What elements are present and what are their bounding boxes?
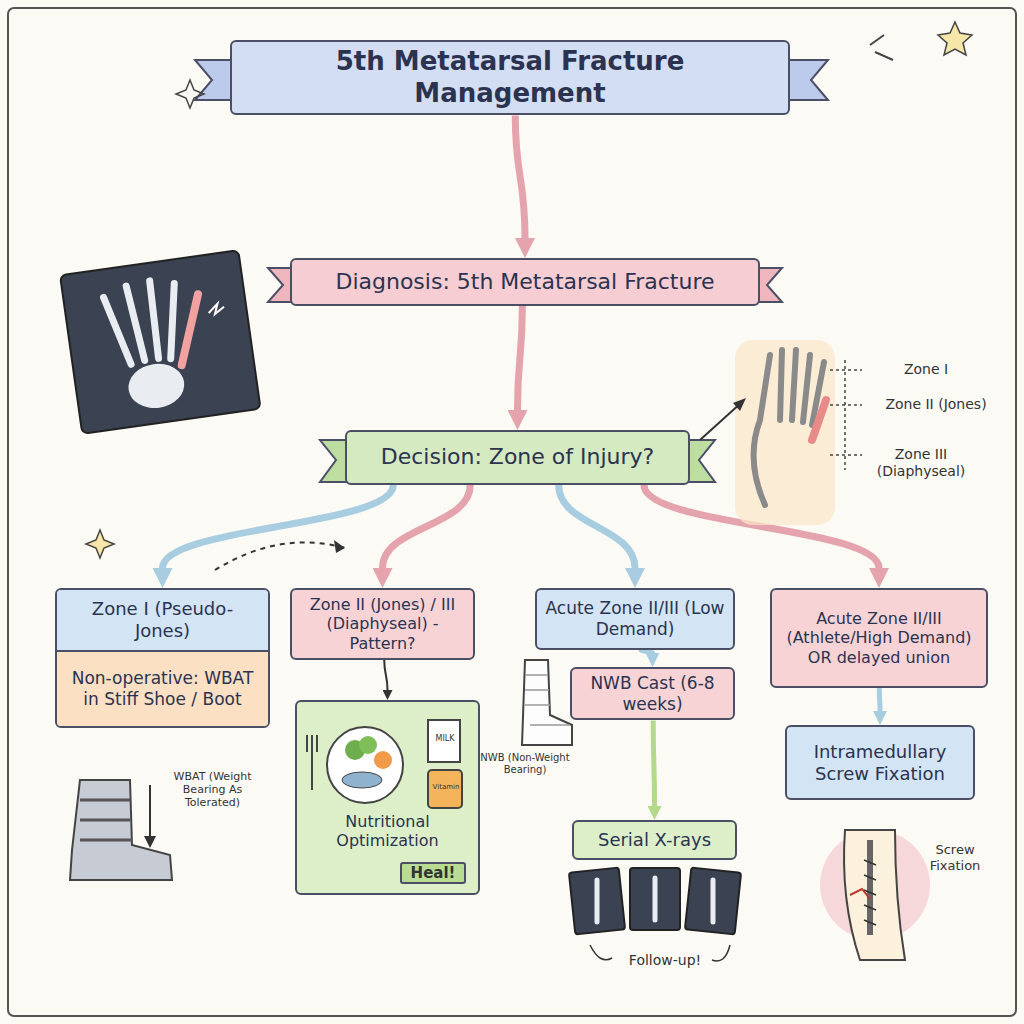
xray-fracture xyxy=(172,294,207,365)
flow-arrow xyxy=(515,115,525,238)
annotation-label: Follow-up! xyxy=(615,952,715,969)
annotation-label: Heal! xyxy=(400,862,466,884)
title-banner: 5th Metatarsal Fracture Management xyxy=(230,40,790,115)
leg-cast xyxy=(522,660,572,745)
cast-wrap xyxy=(525,675,570,725)
flow-arrow xyxy=(163,485,394,568)
bone-doodle xyxy=(870,35,893,60)
xray-bone xyxy=(126,360,188,411)
star-decoration xyxy=(86,22,972,558)
xray-film xyxy=(569,868,625,935)
annotation-label: WBAT (Weight Bearing As Tolerated) xyxy=(160,770,265,810)
dashed-hint-arrow xyxy=(215,542,345,570)
node-text: Intramedullary Screw Fixation xyxy=(787,737,973,789)
annotation-label: MILK xyxy=(430,734,460,744)
highlight-circle xyxy=(820,830,930,940)
xray-film xyxy=(60,250,261,433)
fracture-line xyxy=(850,889,870,899)
flow-arrow xyxy=(559,485,635,568)
page-frame xyxy=(8,8,1016,1016)
flow-arrow xyxy=(518,306,523,410)
flow-arrow xyxy=(384,660,387,690)
xray-bone xyxy=(597,878,713,922)
xray-bone xyxy=(102,278,184,367)
process-box: Intramedullary Screw Fixation xyxy=(785,725,975,800)
xray-spark xyxy=(208,303,225,315)
process-box: Acute Zone II/III (Low Demand) xyxy=(535,588,735,650)
zone-card: Zone I (Pseudo-Jones)Non-operative: WBAT… xyxy=(55,588,270,728)
boot-strap xyxy=(80,800,132,840)
node-text: Acute Zone II/III (Low Demand) xyxy=(537,594,733,643)
star xyxy=(176,80,204,108)
flow-arrow xyxy=(383,485,471,568)
process-box: NWB Cast (6-8 weeks) xyxy=(570,667,735,720)
process-box: Zone II (Jones) / III (Diaphyseal) - Pat… xyxy=(290,588,475,660)
cast-illustration xyxy=(522,660,572,745)
card-heading: Zone I (Pseudo-Jones) xyxy=(57,590,268,652)
zone-highlight xyxy=(812,400,826,440)
node-text: 5th Metatarsal Fracture Management xyxy=(232,42,788,113)
xray-film xyxy=(630,868,680,930)
serial-xray-illustration xyxy=(569,868,741,961)
node-text: NWB Cast (6-8 weeks) xyxy=(572,669,733,718)
flow-arrow xyxy=(653,720,654,806)
star xyxy=(938,22,972,55)
star xyxy=(86,530,114,558)
node-text: Decision: Zone of Injury? xyxy=(347,440,688,475)
pointer-arrow xyxy=(700,402,742,440)
node-text: Nutritional Optimization xyxy=(297,808,478,855)
node-text: Serial X-rays xyxy=(574,825,735,855)
process-box: Acute Zone II/III (Athlete/High Demand) … xyxy=(770,588,988,688)
card-body: Non-operative: WBAT in Stiff Shoe / Boot xyxy=(57,652,268,726)
node-text: Acute Zone II/III (Athlete/High Demand) … xyxy=(772,605,986,672)
annotation-label: Vitamin xyxy=(429,783,463,791)
diagnosis-banner: Diagnosis: 5th Metatarsal Fracture xyxy=(290,258,760,306)
annotation-label: NWB (Non-Weight Bearing) xyxy=(480,752,570,776)
xray-illustration xyxy=(60,250,261,433)
foot-backdrop xyxy=(735,340,835,525)
annotation-label: Screw Fixation xyxy=(915,842,995,873)
annotation-label: Zone I xyxy=(866,361,986,378)
weight-arrow xyxy=(149,785,151,840)
foot-zone-illustration xyxy=(700,340,862,525)
foot-bones xyxy=(754,350,824,505)
boot-illustration xyxy=(70,780,172,880)
annotation-label: Zone II (Jones) xyxy=(866,396,1006,413)
arrow-head xyxy=(144,836,156,848)
arrow-head xyxy=(733,398,746,411)
annotation-label: Zone III (Diaphyseal) xyxy=(866,446,976,480)
zone-leader xyxy=(830,360,862,470)
node-text: Zone II (Jones) / III (Diaphyseal) - Pat… xyxy=(292,591,473,658)
flow-arrow xyxy=(877,688,883,711)
flow-arrow xyxy=(641,650,652,653)
bone-outline xyxy=(844,830,905,960)
flow-arrow xyxy=(644,485,879,568)
process-box: Serial X-rays xyxy=(572,820,737,860)
screw-illustration xyxy=(820,830,930,960)
decision-banner: Decision: Zone of Injury? xyxy=(345,430,690,485)
walking-boot xyxy=(70,780,172,880)
screw-thread xyxy=(864,860,876,925)
node-text: Diagnosis: 5th Metatarsal Fracture xyxy=(292,265,758,300)
xray-film xyxy=(685,868,741,935)
screw-shaft xyxy=(867,840,873,935)
arrow-head xyxy=(334,540,345,553)
